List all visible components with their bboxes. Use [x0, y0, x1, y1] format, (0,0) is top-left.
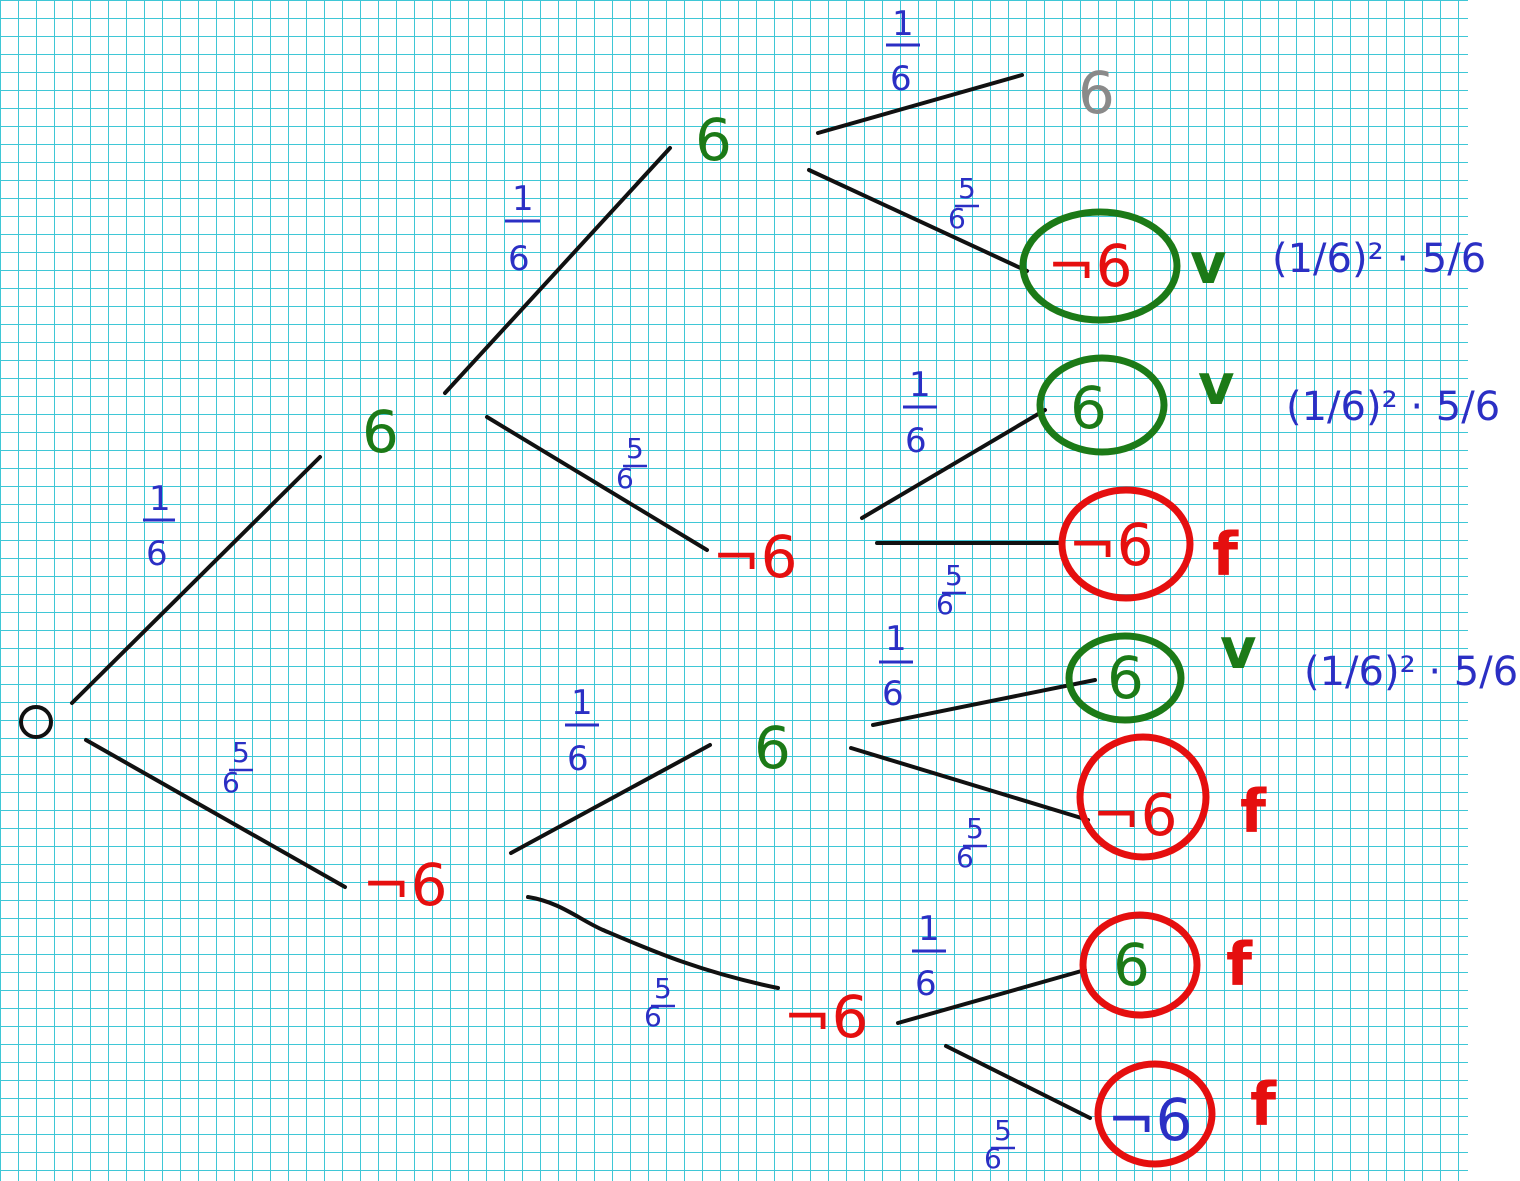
edge-66-to-6: [816, 73, 1024, 135]
svg-text:1: 1: [885, 619, 907, 659]
svg-text:6: 6: [644, 1000, 662, 1033]
prob-five-sixths: 5 6: [644, 972, 675, 1033]
svg-text:5: 5: [654, 972, 672, 1005]
edge-not6-to-6: [509, 743, 712, 855]
edge-66-to-not6: [807, 168, 1029, 273]
node-l3-not-six: ¬6: [1092, 781, 1178, 849]
node-l2-six: 6: [695, 106, 732, 174]
outcome-circle-failure: [1058, 486, 1194, 602]
success-mark: v: [1220, 617, 1257, 682]
node-l3-not-six: ¬6: [1068, 511, 1154, 579]
svg-text:1: 1: [892, 4, 914, 44]
svg-text:6: 6: [936, 588, 954, 621]
node-l3-six: 6: [1070, 374, 1107, 442]
edge-6-to-6: [443, 146, 672, 395]
node-l3-six: 6: [1107, 644, 1144, 712]
node-l3-six-faded: 6: [1078, 59, 1115, 127]
probability-formula: (1/6)² · 5/6: [1304, 649, 1518, 695]
failure-mark: f: [1250, 1070, 1277, 1140]
svg-text:1: 1: [571, 683, 593, 723]
svg-text:6: 6: [616, 462, 634, 495]
svg-text:6: 6: [222, 766, 240, 799]
probability-formula: (1/6)² · 5/6: [1272, 236, 1486, 282]
svg-text:6: 6: [882, 674, 904, 714]
edge-root-to-not6: [84, 738, 347, 889]
failure-mark: f: [1212, 520, 1239, 590]
failure-mark: f: [1226, 930, 1253, 1000]
svg-text:6: 6: [948, 202, 966, 235]
node-l2-not-six: ¬6: [712, 523, 798, 591]
node-l1-not-six: ¬6: [362, 851, 448, 919]
prob-one-sixth: 1 6: [886, 4, 920, 99]
prob-one-sixth: 1 6: [505, 179, 540, 279]
svg-text:6: 6: [905, 421, 927, 461]
prob-one-sixth: 1 6: [143, 479, 175, 574]
prob-five-sixths: 5 6: [948, 172, 979, 235]
prob-five-sixths: 5 6: [222, 736, 253, 799]
edge-not6-to-not6: [526, 895, 780, 990]
outcome-circle-success: [1065, 632, 1185, 724]
svg-text:6: 6: [915, 964, 937, 1004]
prob-five-sixths: 5 6: [956, 812, 987, 874]
svg-text:5: 5: [945, 559, 963, 592]
prob-one-sixth: 1 6: [565, 683, 599, 779]
svg-text:5: 5: [994, 1114, 1012, 1147]
graph-paper-grid: [0, 0, 1468, 1181]
outcome-circle-failure: [1079, 911, 1201, 1019]
edge-6n-to-6: [860, 408, 1047, 520]
svg-text:1: 1: [149, 479, 171, 519]
edge-nn-to-6: [896, 968, 1087, 1025]
outcome-circle-success: [1019, 208, 1181, 324]
outcome-circle-failure: [1076, 733, 1210, 861]
prob-five-sixths: 5 6: [936, 559, 966, 621]
edge-6-to-not6: [485, 415, 709, 552]
svg-text:6: 6: [890, 59, 912, 99]
prob-five-sixths: 5 6: [616, 432, 647, 495]
node-l1-six: 6: [362, 398, 399, 466]
svg-text:5: 5: [626, 432, 644, 465]
probability-formula: (1/6)² · 5/6: [1286, 384, 1500, 430]
success-mark: v: [1190, 232, 1227, 297]
success-mark: v: [1198, 353, 1235, 418]
edge-n6-to-not6: [849, 746, 1090, 822]
svg-text:5: 5: [966, 812, 984, 845]
prob-one-sixth: 1 6: [903, 365, 937, 461]
svg-text:6: 6: [567, 739, 589, 779]
svg-text:6: 6: [508, 239, 530, 279]
svg-text:1: 1: [909, 365, 931, 405]
prob-five-sixths: 5 6: [984, 1114, 1015, 1175]
node-l3-not-six: ¬6: [1107, 1086, 1193, 1154]
svg-text:5: 5: [232, 736, 250, 769]
outcome-circle-success: [1036, 354, 1168, 456]
edge-root-to-6: [70, 455, 322, 705]
prob-one-sixth: 1 6: [912, 909, 946, 1004]
outcome-circle-failure: [1094, 1060, 1216, 1168]
node-l3-not-six: ¬6: [1047, 232, 1133, 300]
svg-text:1: 1: [918, 909, 940, 949]
svg-text:1: 1: [512, 179, 534, 219]
svg-text:5: 5: [958, 172, 976, 205]
node-l2-not-six: ¬6: [783, 983, 869, 1051]
prob-one-sixth: 1 6: [879, 619, 913, 714]
edge-n6-to-6: [871, 678, 1097, 727]
failure-mark: f: [1240, 777, 1267, 847]
node-l3-six: 6: [1113, 931, 1150, 999]
node-l2-six: 6: [754, 714, 791, 782]
root-node: [19, 705, 53, 739]
svg-text:6: 6: [956, 841, 974, 874]
svg-text:6: 6: [984, 1142, 1002, 1175]
svg-text:6: 6: [146, 534, 168, 574]
edge-nn-to-not6: [944, 1044, 1092, 1120]
